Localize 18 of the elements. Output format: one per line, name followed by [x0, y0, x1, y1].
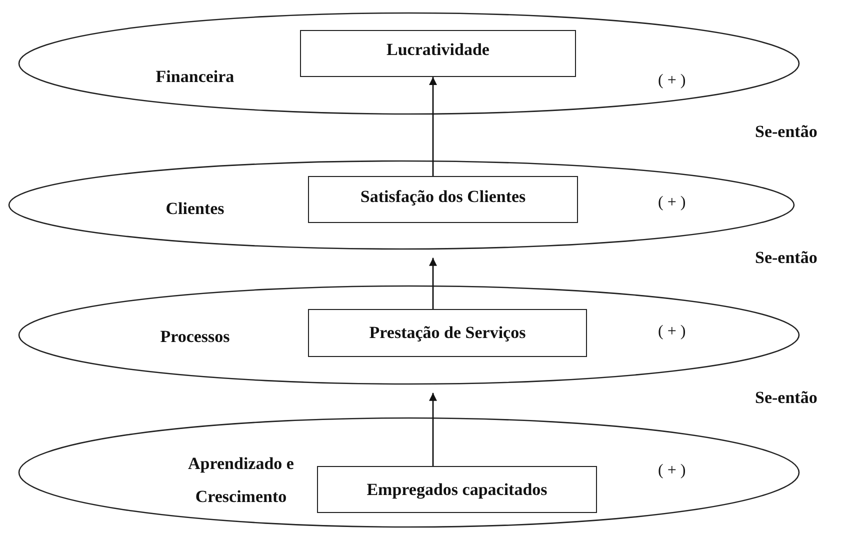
relation-label: Se-então	[755, 248, 818, 268]
objective-box: Lucratividade	[300, 30, 576, 77]
objective-box: Satisfação dos Clientes	[308, 176, 578, 223]
arrow	[429, 77, 437, 176]
relation-label: Se-então	[755, 122, 818, 142]
objective-box: Empregados capacitados	[317, 466, 597, 513]
relation-label: Se-então	[755, 388, 818, 408]
objective-box: Prestação de Serviços	[308, 309, 587, 357]
plus-sign: ( + )	[658, 194, 686, 212]
arrow	[429, 258, 437, 309]
plus-sign: ( + )	[658, 72, 686, 90]
plus-sign: ( + )	[658, 462, 686, 480]
perspective-label: Financeira	[154, 66, 236, 88]
perspective-label: Aprendizado e Crescimento	[187, 453, 295, 508]
perspective-label: Processos	[159, 326, 231, 348]
perspective-label: Clientes	[164, 198, 226, 220]
plus-sign: ( + )	[658, 323, 686, 341]
arrow	[429, 392, 437, 466]
